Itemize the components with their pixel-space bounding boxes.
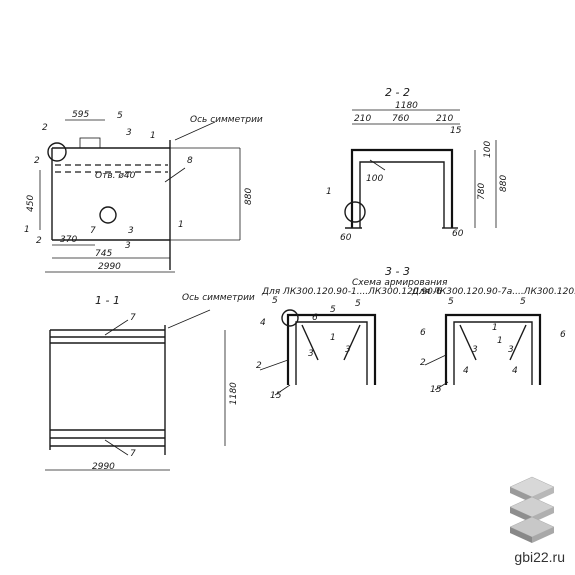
s11-title: 1 - 1 — [95, 294, 120, 307]
scheme-right-mark-3a: 3 — [472, 345, 478, 355]
scheme-title: Схема армирования — [352, 278, 448, 288]
plan-lifting-loop — [79, 137, 101, 149]
scheme-right-mark-3b: 3 — [508, 345, 514, 355]
plan-hole-circle — [99, 206, 117, 224]
plan-mark-5: 5 — [117, 111, 123, 121]
scheme-left-mark-5c: 5 — [355, 299, 361, 309]
s22-dim-60-right: 60 — [452, 229, 464, 239]
scheme-right-mark-15: 15 — [430, 385, 442, 395]
scheme-left-caption: Для ЛК300.120.90-1....ЛК300.120.90-6 — [261, 287, 442, 297]
s22-detail-circle — [344, 201, 366, 223]
s22-dim-100-left: 100 — [366, 174, 383, 184]
s22-dim-210-right: 210 — [436, 114, 453, 124]
scheme-left-diag-2 — [343, 324, 361, 361]
scheme-right-mark-6a: 6 — [420, 328, 426, 338]
scheme-right-mark-2: 2 — [420, 358, 426, 368]
s22-mark-15: 15 — [450, 126, 462, 136]
plan-hole-label: Отв. ø40 — [95, 171, 136, 181]
scheme-right-leader-2 — [424, 354, 447, 366]
s22-inner-shape — [359, 161, 445, 228]
s22-dim-1180-label: 1180 — [395, 101, 418, 111]
plan-section-3-b: 3 — [125, 241, 131, 251]
s11-leader-7-top — [104, 319, 129, 336]
s22-dim-760: 760 — [392, 114, 409, 124]
s11-dim-2990-label: 2990 — [92, 462, 115, 472]
plan-axis-label: Ось симметрии — [190, 115, 263, 125]
scheme-left-mark-6: 6 — [312, 313, 318, 323]
plan-leader-8 — [164, 167, 186, 183]
plan-dim-880-label: 880 — [244, 188, 254, 205]
scheme-right-mark-5b: 5 — [520, 297, 526, 307]
plan-section-1: 1 — [150, 131, 156, 141]
s22-dim-880-label: 880 — [499, 175, 509, 192]
scheme-right-inner — [453, 321, 533, 385]
s22-dim-780-label: 780 — [477, 183, 487, 200]
scheme-left-leader-15 — [274, 384, 291, 396]
s11-leader-7-bottom — [104, 439, 129, 456]
scheme-right-caption: Для ЛК300.120.90-7а....ЛК300.120.90-10а — [411, 287, 575, 297]
s22-mark-1: 1 — [326, 187, 332, 197]
s11-axis-leader — [167, 309, 211, 329]
scheme-right-leader-15 — [434, 381, 449, 391]
plan-section-1-right: 1 — [178, 220, 184, 230]
plan-section-3: 3 — [126, 128, 132, 138]
scheme-right-diag-2 — [509, 324, 527, 361]
plan-section-2-bottom: 2 — [36, 236, 42, 246]
s22-outer-shape — [350, 148, 454, 228]
s11-dim-1180-label: 1180 — [229, 382, 239, 405]
scheme-right-outer — [444, 313, 542, 385]
gbi-logo-icon — [509, 476, 555, 543]
scheme-left-outer — [286, 313, 377, 385]
watermark-text: gbi22.ru — [514, 549, 565, 565]
plan-dim-595-label: 595 — [72, 110, 89, 120]
plan-dim-745-label: 745 — [95, 249, 112, 259]
scheme-left-mark-15: 15 — [270, 391, 282, 401]
scheme-section-title: 3 - 3 — [385, 265, 410, 278]
section-1-1: 1 - 1 Ось симметрии 7 1180 7 2990 — [45, 293, 255, 472]
plan-detail-2: 2 — [34, 156, 40, 166]
s11-axis-label: Ось симметрии — [182, 293, 255, 303]
scheme-right-mark-1a: 1 — [492, 323, 498, 333]
s22-dim-100-right: 100 — [483, 141, 493, 158]
plan-section-2-top: 2 — [42, 123, 48, 133]
plan-section-3-a: 3 — [128, 226, 134, 236]
scheme-left-mark-2: 2 — [256, 361, 262, 371]
s11-mark-7-bottom: 7 — [130, 449, 136, 459]
s22-dim-210-left: 210 — [354, 114, 371, 124]
scheme-left-inner — [295, 321, 368, 385]
s22-leader-1 — [369, 159, 386, 171]
section-2-2: 2 - 2 1180 210 760 210 15 100 1 100 780 … — [326, 86, 509, 243]
scheme-left-leader-2 — [259, 359, 289, 371]
s11-mark-7-top: 7 — [130, 313, 136, 323]
scheme-left-mark-3a: 3 — [308, 349, 314, 359]
scheme-left-mark-4: 4 — [260, 318, 266, 328]
scheme-left-detail-circle — [281, 309, 299, 327]
scheme-right-mark-4b: 4 — [512, 366, 518, 376]
plan-axis-leader — [174, 121, 216, 141]
reinforcement-scheme: 3 - 3 Схема армирования Для ЛК300.120.90… — [256, 265, 575, 401]
plan-mark-7: 7 — [90, 226, 96, 236]
scheme-right-diag-1 — [459, 324, 477, 361]
scheme-right-mark-1b: 1 — [497, 336, 503, 346]
scheme-left-mark-3b: 3 — [345, 345, 351, 355]
scheme-right-mark-5a: 5 — [448, 297, 454, 307]
scheme-right-mark-4a: 4 — [463, 366, 469, 376]
s22-title: 2 - 2 — [385, 86, 410, 99]
s22-dim-60-left: 60 — [340, 233, 352, 243]
plan-detail-circle-2 — [47, 142, 67, 162]
plan-section-1-bottom: 1 — [24, 225, 30, 235]
scheme-left-diag-1 — [301, 324, 319, 361]
scheme-left-mark-5b: 5 — [330, 305, 336, 315]
plan-dim-450-label: 450 — [26, 195, 36, 212]
plan-dim-370-label: 370 — [60, 235, 77, 245]
scheme-left-mark-1: 1 — [330, 333, 336, 343]
scheme-right-mark-6b: 6 — [560, 330, 566, 340]
scheme-left-mark-5a: 5 — [272, 296, 278, 306]
plan-view: 595 5 3 1 2 2 8 880 Отв. ø40 450 1 2 370… — [24, 110, 263, 273]
plan-mark-8: 8 — [187, 156, 193, 166]
plan-dim-2990-label: 2990 — [98, 262, 121, 272]
